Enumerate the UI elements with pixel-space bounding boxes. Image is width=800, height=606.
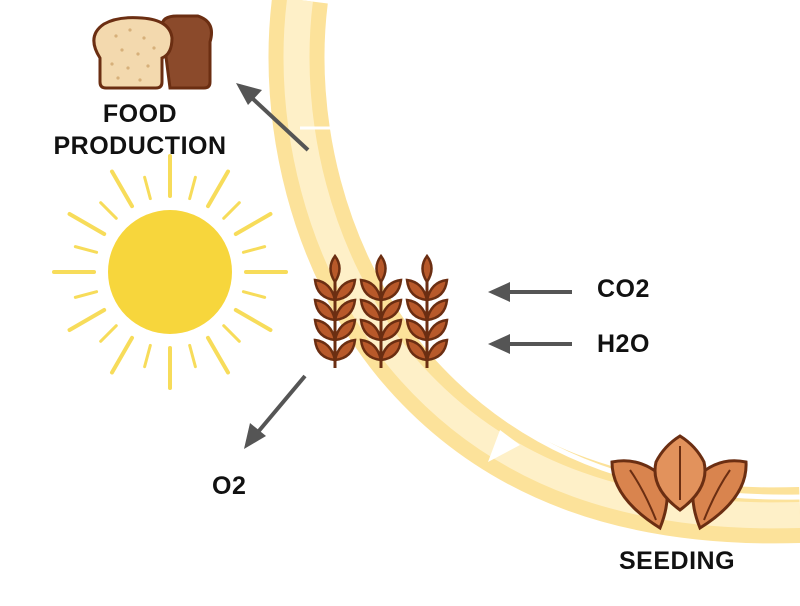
sun-ray bbox=[110, 169, 134, 209]
sun-ray bbox=[206, 169, 230, 209]
sun-ray bbox=[206, 335, 230, 375]
sun-ray bbox=[241, 290, 267, 299]
sun-ray bbox=[67, 212, 107, 236]
sun-ray bbox=[143, 175, 152, 201]
wheat-stalk bbox=[359, 253, 403, 368]
co2-label: CO2 bbox=[597, 275, 650, 303]
cycle-ring bbox=[268, 0, 800, 544]
arrow-to-food-production bbox=[236, 83, 310, 152]
sun-ray bbox=[222, 324, 241, 343]
wheat-stalk bbox=[405, 253, 449, 368]
sun-ray bbox=[99, 201, 118, 220]
o2-label: O2 bbox=[212, 472, 247, 500]
sun-ray bbox=[99, 324, 118, 343]
sun-ray bbox=[73, 245, 99, 254]
seeding-label: SEEDING bbox=[619, 547, 736, 575]
sun-ray bbox=[241, 245, 267, 254]
food-label-line2: PRODUCTION bbox=[53, 132, 227, 160]
sun-ray bbox=[222, 201, 241, 220]
sun-ray bbox=[67, 308, 107, 332]
food-production-label: FOOD PRODUCTION bbox=[40, 98, 240, 162]
food-label-line1: FOOD bbox=[102, 100, 178, 128]
wheat-icon bbox=[313, 253, 449, 368]
seeds-icon bbox=[610, 434, 748, 531]
o2-arrow bbox=[244, 374, 307, 449]
sun-ray bbox=[73, 290, 99, 299]
sun-icon bbox=[52, 154, 288, 390]
sun-ray bbox=[233, 308, 273, 332]
sun-ray bbox=[188, 343, 197, 369]
h2o-arrow bbox=[488, 334, 572, 354]
sun-ray bbox=[143, 343, 152, 369]
sun-ray bbox=[233, 212, 273, 236]
cycle-direction-arrow-icon bbox=[488, 430, 520, 462]
sun-ray bbox=[188, 175, 197, 201]
bread-icon bbox=[92, 14, 213, 90]
wheat-stalk bbox=[313, 253, 357, 368]
sun-ray bbox=[110, 335, 134, 375]
co2-arrow bbox=[488, 282, 572, 302]
h2o-label: H2O bbox=[597, 330, 650, 358]
